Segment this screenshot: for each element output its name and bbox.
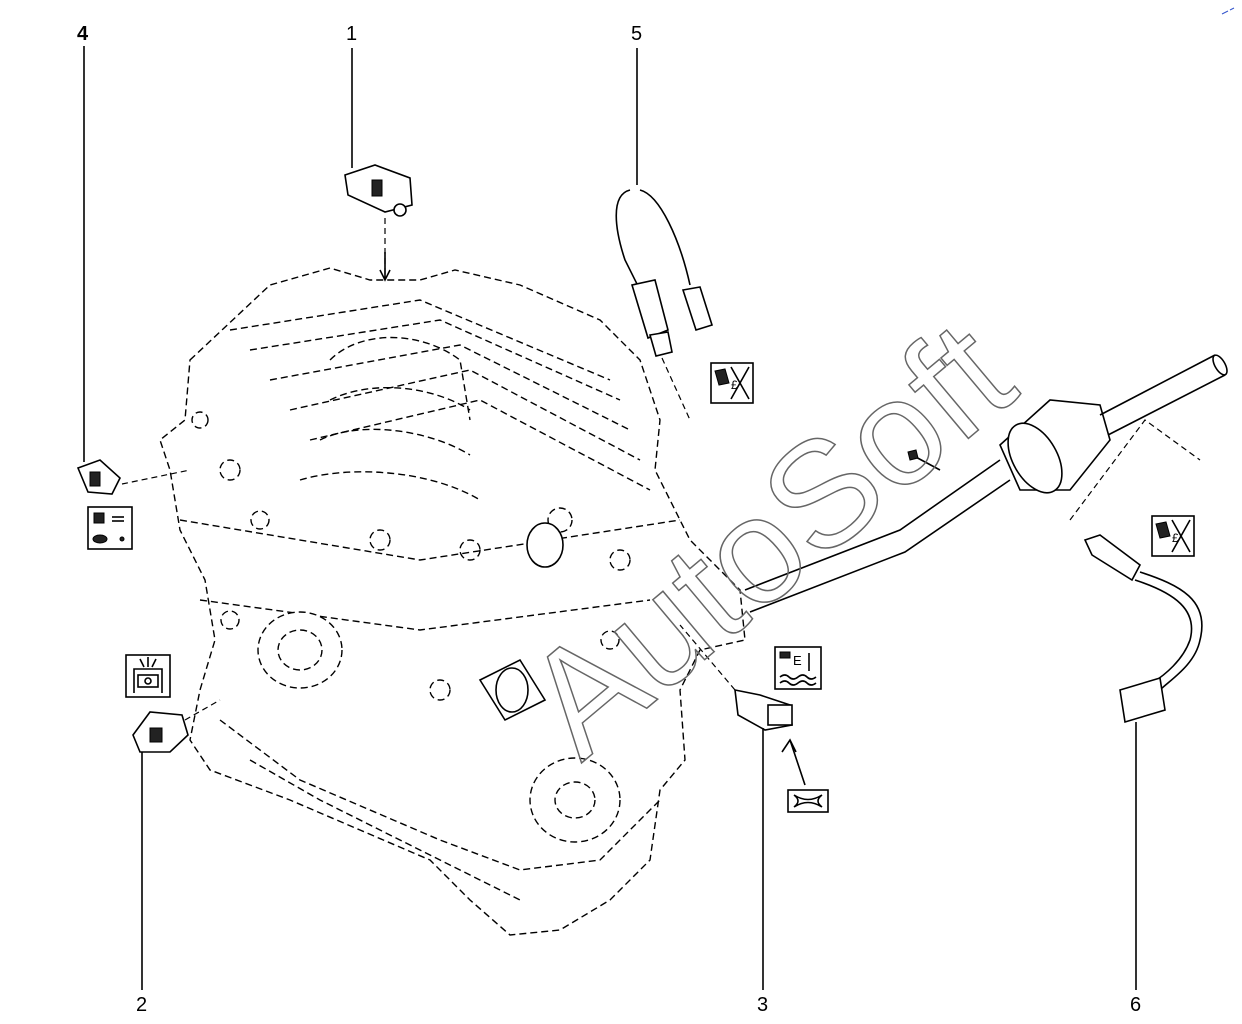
oxygen-sensor-crossed-icon: £	[710, 362, 754, 404]
callout-6: 6	[1130, 994, 1141, 1016]
sensor-part-6	[1069, 419, 1203, 724]
sensor-part-2	[132, 699, 221, 753]
callout-2: 2	[136, 994, 147, 1016]
oxygen-sensor-crossed-icon: £	[1151, 515, 1195, 557]
callout-1: 1	[346, 23, 357, 45]
sensor-part-5	[615, 189, 714, 421]
pressure-sensor-symbol-icon	[125, 654, 171, 698]
coolant-temperature-symbol-icon: E	[774, 646, 822, 690]
svg-text:E: E	[793, 653, 802, 668]
callout-4: 4	[77, 23, 89, 45]
callout-leaders	[83, 46, 1137, 990]
sensor-part-4	[76, 459, 191, 495]
sensor-part-1	[344, 164, 413, 282]
callout-3: 3	[757, 994, 768, 1016]
tightening-symbol-icon	[787, 789, 829, 813]
exhaust-pipe	[744, 354, 1228, 613]
svg-text:£: £	[731, 378, 738, 392]
knock-sensor-symbol-icon	[87, 506, 133, 550]
svg-text:£: £	[1172, 531, 1179, 545]
sensor-part-3	[679, 624, 806, 786]
corner-mark-icon	[1221, 7, 1235, 15]
callout-5: 5	[631, 23, 642, 45]
engine-block	[159, 267, 746, 936]
